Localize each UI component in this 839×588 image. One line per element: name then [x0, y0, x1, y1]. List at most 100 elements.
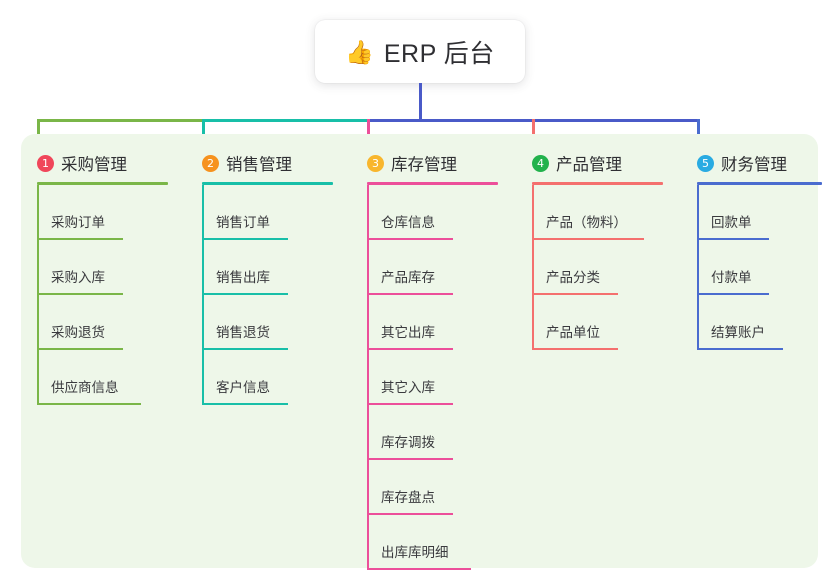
column-header-3[interactable]: 3 库存管理 — [351, 148, 514, 178]
list-item-label: 回款单 — [711, 215, 752, 230]
column-rule-3 — [367, 182, 498, 185]
thumbs-up-icon: 👍 — [345, 39, 374, 65]
list-item-label: 产品库存 — [381, 270, 435, 285]
list-item-label: 采购入库 — [51, 270, 105, 285]
list-item[interactable]: 结算账户 — [681, 295, 839, 350]
list-item-rule — [532, 293, 618, 295]
list-item[interactable]: 采购退货 — [21, 295, 184, 350]
list-item-rule — [367, 513, 453, 515]
root-node-title: ERP 后台 — [383, 39, 495, 68]
list-item-rule — [367, 458, 453, 460]
column-title-5: 财务管理 — [721, 156, 787, 174]
column-items-2: 销售订单销售出库销售退货客户信息 — [186, 185, 349, 405]
column-spine-1 — [37, 185, 39, 405]
list-item[interactable]: 采购入库 — [21, 240, 184, 295]
column-rule-1 — [37, 182, 168, 185]
list-item-label: 其它出库 — [381, 325, 435, 340]
list-item-label: 其它入库 — [381, 380, 435, 395]
column-badge-1: 1 — [37, 154, 54, 172]
list-item[interactable]: 其它入库 — [351, 350, 514, 405]
column-spine-2 — [202, 185, 204, 405]
list-item-label: 销售退货 — [216, 325, 270, 340]
list-item-rule — [37, 403, 141, 405]
bus-segment-4 — [532, 119, 700, 122]
list-item-rule — [37, 293, 123, 295]
list-item-rule — [202, 403, 288, 405]
list-item[interactable]: 其它出库 — [351, 295, 514, 350]
list-item-rule — [697, 348, 783, 350]
list-item[interactable]: 库存调拨 — [351, 405, 514, 460]
column-badge-5: 5 — [697, 154, 714, 172]
column-5: 5 财务管理回款单付款单结算账户 — [681, 148, 839, 350]
column-4: 4 产品管理产品（物料） 产品分类产品单位 — [516, 148, 679, 350]
list-item-rule — [367, 568, 471, 570]
list-item-rule — [367, 348, 453, 350]
column-rule-2 — [202, 182, 333, 185]
column-title-4: 产品管理 — [556, 156, 622, 174]
list-item-label: 销售订单 — [216, 215, 270, 230]
column-items-4: 产品（物料） 产品分类产品单位 — [516, 185, 679, 350]
root-drop-line — [419, 83, 422, 122]
list-item-rule — [697, 238, 769, 240]
column-badge-2: 2 — [202, 154, 219, 172]
list-item-label: 产品（物料） — [546, 215, 627, 230]
root-node-card[interactable]: 👍 ERP 后台 — [315, 20, 525, 83]
column-items-3: 仓库信息产品库存其它出库其它入库库存调拨库存盘点出库库明细 — [351, 185, 514, 570]
column-spine-3 — [367, 185, 369, 570]
list-item[interactable]: 客户信息 — [186, 350, 349, 405]
column-spine-4 — [532, 185, 534, 350]
list-item-rule — [532, 238, 644, 240]
list-item-rule — [367, 403, 453, 405]
column-header-5[interactable]: 5 财务管理 — [681, 148, 839, 178]
list-item[interactable]: 库存盘点 — [351, 460, 514, 515]
list-item-rule — [37, 238, 123, 240]
column-spine-5 — [697, 185, 699, 350]
column-title-2: 销售管理 — [226, 156, 292, 174]
list-item-label: 销售出库 — [216, 270, 270, 285]
list-item[interactable]: 销售订单 — [186, 185, 349, 240]
list-item[interactable]: 销售出库 — [186, 240, 349, 295]
list-item-rule — [202, 238, 288, 240]
list-item[interactable]: 采购订单 — [21, 185, 184, 240]
list-item-label: 付款单 — [711, 270, 752, 285]
list-item[interactable]: 产品库存 — [351, 240, 514, 295]
column-header-2[interactable]: 2 销售管理 — [186, 148, 349, 178]
column-badge-3: 3 — [367, 154, 384, 172]
list-item[interactable]: 产品单位 — [516, 295, 679, 350]
list-item-rule — [367, 238, 453, 240]
list-item-rule — [202, 348, 288, 350]
list-item-label: 库存盘点 — [381, 490, 435, 505]
list-item-label: 采购退货 — [51, 325, 105, 340]
list-item-label: 产品分类 — [546, 270, 600, 285]
list-item[interactable]: 销售退货 — [186, 295, 349, 350]
list-item[interactable]: 回款单 — [681, 185, 839, 240]
column-title-3: 库存管理 — [391, 156, 457, 174]
column-2: 2 销售管理销售订单销售出库销售退货客户信息 — [186, 148, 349, 405]
bus-segment-3 — [367, 119, 535, 122]
bus-segment-2 — [202, 119, 370, 122]
list-item-label: 结算账户 — [711, 325, 765, 340]
list-item[interactable]: 付款单 — [681, 240, 839, 295]
list-item-label: 出库库明细 — [381, 545, 449, 560]
list-item[interactable]: 出库库明细 — [351, 515, 514, 570]
list-item-rule — [37, 348, 123, 350]
list-item-label: 仓库信息 — [381, 215, 435, 230]
list-item-rule — [367, 293, 453, 295]
list-item[interactable]: 产品分类 — [516, 240, 679, 295]
list-item-label: 产品单位 — [546, 325, 600, 340]
list-item[interactable]: 供应商信息 — [21, 350, 184, 405]
list-item[interactable]: 仓库信息 — [351, 185, 514, 240]
list-item[interactable]: 产品（物料） — [516, 185, 679, 240]
column-items-1: 采购订单采购入库采购退货供应商信息 — [21, 185, 184, 405]
column-header-4[interactable]: 4 产品管理 — [516, 148, 679, 178]
column-rule-4 — [532, 182, 663, 185]
list-item-rule — [532, 348, 618, 350]
column-badge-4: 4 — [532, 154, 549, 172]
list-item-label: 供应商信息 — [51, 380, 119, 395]
bus-segment-1 — [37, 119, 205, 122]
column-items-5: 回款单付款单结算账户 — [681, 185, 839, 350]
list-item-label: 客户信息 — [216, 380, 270, 395]
column-rule-5 — [697, 182, 822, 185]
